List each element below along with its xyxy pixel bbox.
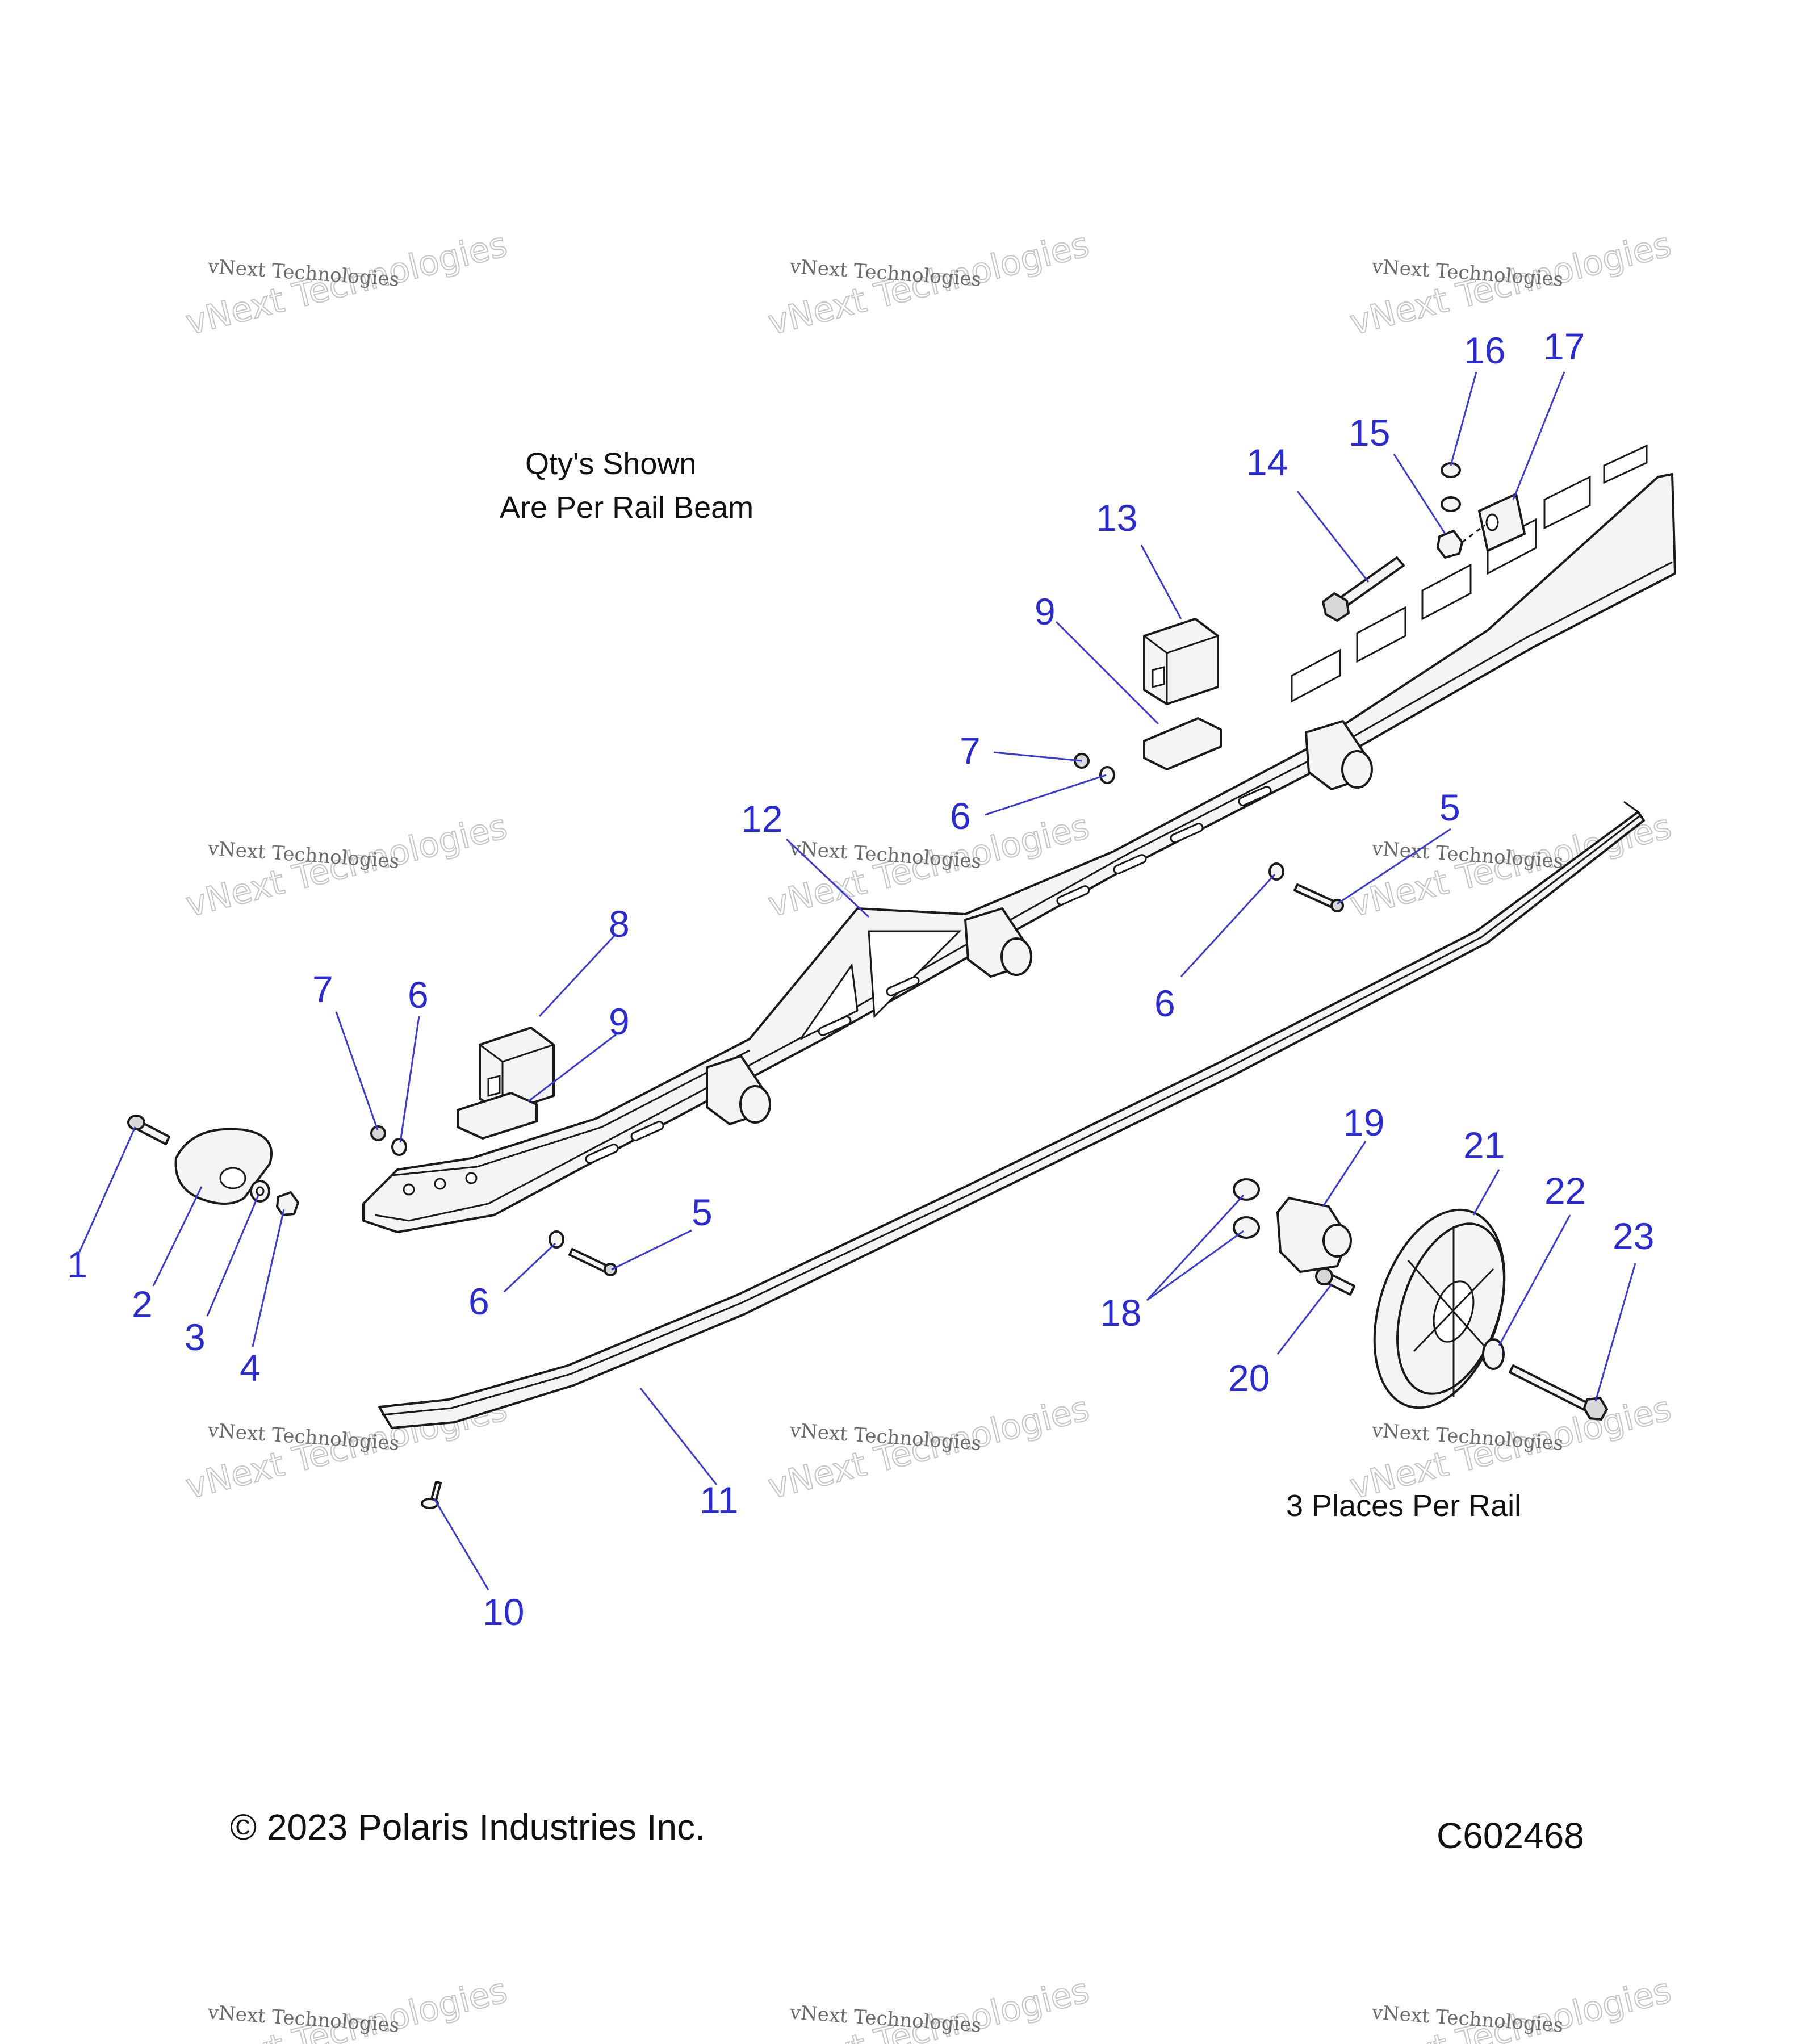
callout-5-front: 5 (692, 1191, 713, 1233)
leader-lines (78, 371, 1636, 1590)
callout-6-rear: 6 (950, 795, 971, 837)
bolt-14 (1322, 556, 1405, 622)
callout-6-low: 6 (468, 1280, 489, 1322)
callout-13: 13 (1096, 497, 1137, 539)
callout-10: 10 (483, 1591, 524, 1633)
washer-6-low (549, 1230, 564, 1249)
washer-22 (1482, 1338, 1505, 1370)
callout-labels: 1 2 3 4 5 5 6 6 6 6 7 7 8 9 9 10 11 12 1… (67, 325, 1654, 1633)
callout-14: 14 (1246, 441, 1288, 483)
wheel-mount-mid (964, 907, 1032, 978)
washer-3 (250, 1180, 270, 1203)
callout-6-mid: 6 (1154, 982, 1175, 1024)
bolt-16b (1441, 496, 1461, 512)
copyright: © 2023 Polaris Industries Inc. (230, 1807, 705, 1848)
qty-note-line1: Qty's Shown (525, 447, 696, 481)
slide-rail (378, 801, 1645, 1429)
bolt-5-front (568, 1248, 617, 1276)
rail-beam (362, 444, 1676, 1233)
drawing-code: C602468 (1437, 1815, 1584, 1856)
rivet-10 (421, 1481, 442, 1509)
callout-18: 18 (1100, 1292, 1141, 1334)
callout-15: 15 (1349, 412, 1390, 454)
insert-9-front (457, 1092, 538, 1140)
callout-21: 21 (1463, 1124, 1505, 1166)
callout-7-front: 7 (312, 968, 333, 1010)
callout-12: 12 (741, 798, 782, 840)
bolt-20 (1315, 1267, 1355, 1296)
callout-8: 8 (609, 903, 630, 945)
bolt-23 (1509, 1364, 1608, 1421)
callout-4: 4 (240, 1347, 261, 1389)
places-note: 3 Places Per Rail (1286, 1489, 1521, 1523)
qty-note-line2: Are Per Rail Beam (500, 491, 753, 525)
callout-5-rear: 5 (1439, 786, 1460, 828)
slider-block-13 (1143, 618, 1219, 705)
callout-7-rear: 7 (960, 730, 981, 772)
wheel-mount-front (706, 1055, 771, 1125)
insert-9-rear (1143, 717, 1222, 770)
nut-15 (1437, 530, 1463, 559)
callout-22: 22 (1544, 1170, 1586, 1212)
callout-3: 3 (185, 1316, 206, 1358)
nut-4 (276, 1191, 299, 1216)
callout-1: 1 (67, 1243, 88, 1285)
callout-17: 17 (1543, 325, 1585, 367)
bracket-17 (1478, 493, 1526, 552)
bolt-5-rear (1293, 883, 1344, 912)
callout-9-rear: 9 (1035, 590, 1056, 633)
nuts-18 (1233, 1178, 1260, 1239)
washer-6-front (391, 1138, 407, 1156)
washer-6-rear (1099, 766, 1115, 784)
callout-16: 16 (1464, 329, 1505, 371)
wheel-21 (1373, 1208, 1506, 1409)
callout-6-front: 6 (408, 974, 429, 1016)
callout-20: 20 (1228, 1357, 1270, 1399)
callout-2: 2 (132, 1283, 153, 1325)
callout-11: 11 (700, 1479, 739, 1521)
nut-7-front (370, 1125, 386, 1141)
wheel-mount-rear (1305, 720, 1373, 790)
callout-23: 23 (1613, 1215, 1654, 1257)
bolt-1 (127, 1115, 170, 1145)
callout-9-front: 9 (609, 1000, 630, 1042)
cap-2 (174, 1128, 273, 1205)
callout-19: 19 (1343, 1101, 1384, 1144)
wheel-adapter-19 (1276, 1197, 1352, 1273)
